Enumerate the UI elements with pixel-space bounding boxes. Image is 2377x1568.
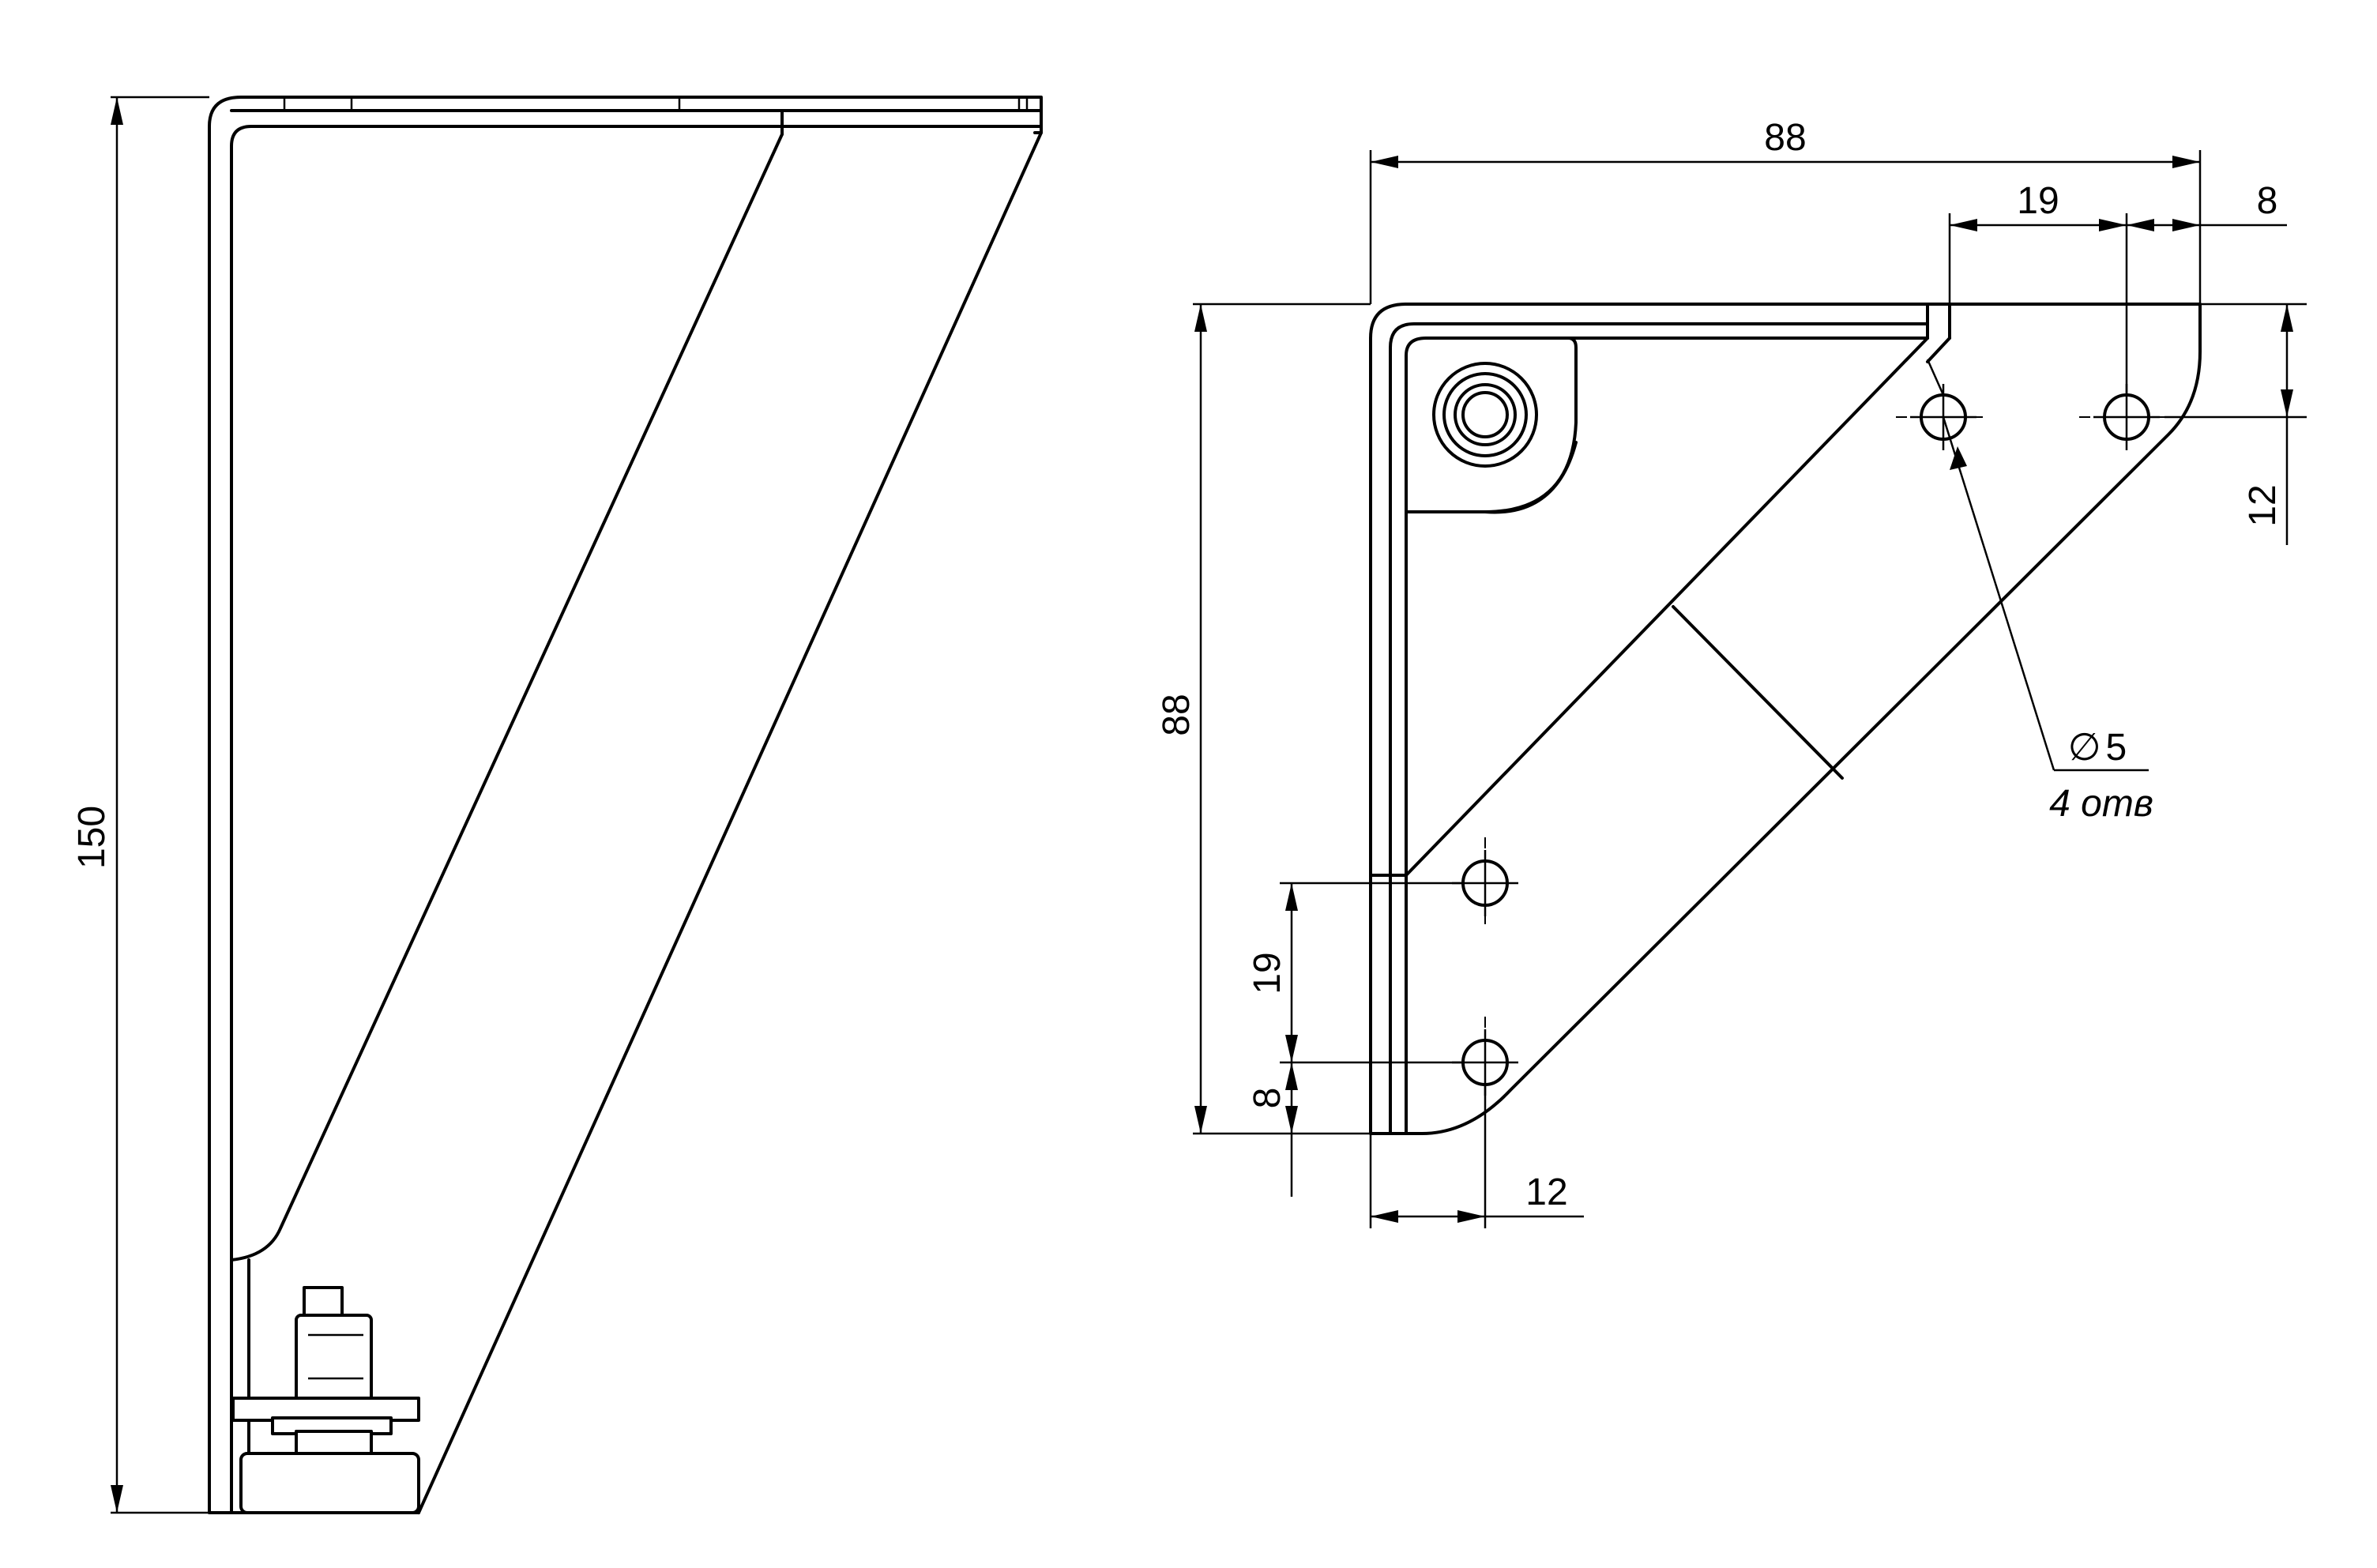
dim-top-drop: 12	[2164, 303, 2307, 545]
dim-left-holes: 19 8	[1247, 882, 1461, 1197]
hole-left-upper	[1452, 837, 1518, 932]
hole-callout: ∅5 4 отв	[1926, 359, 2153, 825]
side-back-plate	[208, 96, 1043, 1514]
dim-front-width: 88	[1369, 117, 2202, 304]
side-outer-edge	[417, 131, 1043, 1514]
hole-count-label: 4 отв	[2049, 783, 2153, 825]
threaded-boss	[1405, 337, 1578, 514]
dim-88-height-label: 88	[1156, 694, 1198, 735]
hole-diameter-label: ∅5	[2068, 727, 2127, 769]
hole-left-lower	[1452, 1017, 1518, 1111]
dim-side-height: 150	[71, 96, 209, 1514]
dim-top-holes: 19 8	[1948, 180, 2287, 395]
side-inner-edge	[230, 133, 784, 1262]
dim-150-label: 150	[71, 806, 113, 869]
front-view: 88 19 8 12	[1156, 117, 2307, 1228]
front-outer-edge	[1369, 303, 2202, 1135]
dim-12-right-label: 12	[2242, 484, 2284, 526]
front-inner-diagonal	[1405, 337, 1929, 877]
dim-19-top-label: 19	[2017, 180, 2059, 222]
dim-8-top-label: 8	[2257, 180, 2278, 222]
dim-left-inset: 12	[1369, 1086, 1584, 1228]
dim-88-width-label: 88	[1764, 117, 1806, 159]
dim-19-left-label: 19	[1247, 952, 1288, 994]
dim-8-left-label: 8	[1247, 1088, 1288, 1109]
dim-12-bottom-label: 12	[1525, 1171, 1567, 1213]
dim-front-height: 88	[1156, 303, 1371, 1135]
adjuster-foot	[231, 1286, 420, 1514]
side-back-plate-inner	[230, 125, 1043, 1514]
side-view: 150	[71, 96, 1043, 1514]
